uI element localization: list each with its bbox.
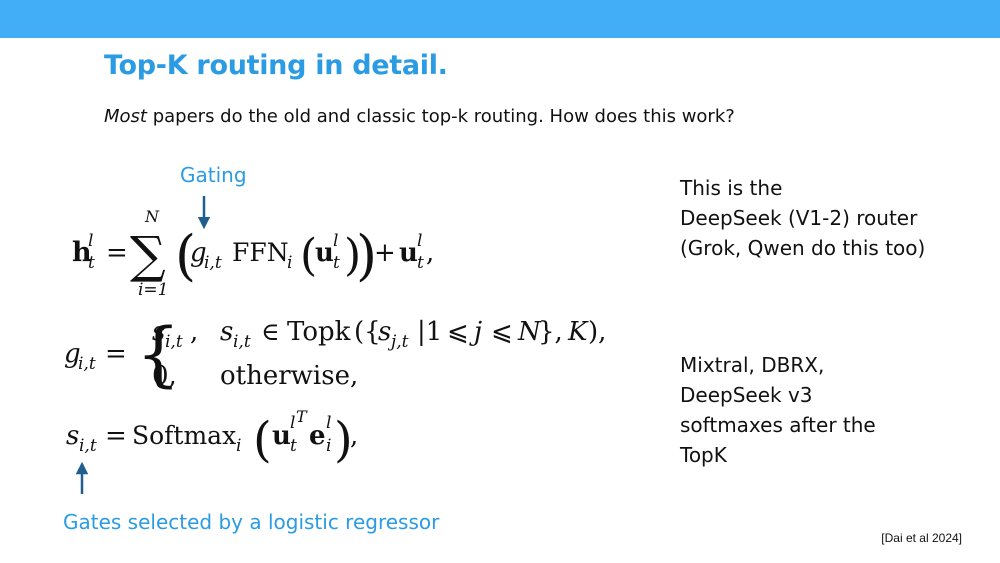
- svg-text:,: ,: [190, 317, 198, 347]
- svg-text:⩽: ⩽: [491, 317, 513, 347]
- svg-text:=: =: [106, 238, 128, 268]
- svg-text:+: +: [374, 238, 396, 268]
- slide-title: Top-K routing in detail.: [104, 50, 448, 81]
- svg-text:l: l: [417, 231, 422, 251]
- equation-gate-cases: g i,t = { s i,t , s i,t ∈ Topk ({ s j,t …: [64, 313, 606, 395]
- svg-text:(: (: [300, 230, 317, 281]
- svg-text:i,t: i,t: [233, 332, 251, 352]
- svg-text:t: t: [88, 253, 95, 273]
- svg-text:t: t: [333, 253, 340, 273]
- slide-subtitle: Most papers do the old and classic top-k…: [104, 106, 735, 127]
- svg-text:,: ,: [350, 421, 358, 451]
- svg-text:u: u: [399, 238, 418, 268]
- subtitle-text: papers do the old and classic top-k rout…: [146, 106, 735, 127]
- svg-text:i=1: i=1: [138, 280, 169, 300]
- svg-text:i: i: [287, 253, 292, 273]
- top-banner: [0, 0, 1000, 38]
- svg-text:i,t: i,t: [79, 436, 97, 456]
- svg-text:(: (: [253, 412, 272, 468]
- svg-text:l: l: [290, 413, 295, 433]
- svg-text:(: (: [175, 224, 196, 287]
- svg-text:g: g: [64, 339, 81, 369]
- citation: [Dai et al 2024]: [881, 531, 962, 545]
- svg-text:s: s: [220, 317, 233, 347]
- svg-text:s: s: [378, 317, 391, 347]
- svg-text:i: i: [326, 436, 331, 456]
- svg-text:u: u: [272, 421, 291, 451]
- svg-text:s: s: [152, 317, 165, 347]
- svg-text:): ): [344, 230, 361, 281]
- svg-text:Topk: Topk: [287, 317, 351, 347]
- subtitle-emphasis: Most: [104, 106, 147, 127]
- svg-text:i,t: i,t: [165, 332, 183, 352]
- gates-selected-annotation: Gates selected by a logistic regressor: [63, 510, 440, 534]
- svg-text:i,t: i,t: [204, 253, 222, 273]
- svg-text:=: =: [105, 421, 127, 451]
- svg-text:h: h: [72, 237, 92, 268]
- svg-text:i: i: [236, 436, 241, 456]
- svg-text:N: N: [517, 317, 542, 347]
- svg-text:): ): [334, 412, 353, 468]
- svg-text:l: l: [326, 413, 331, 433]
- svg-text:=: =: [105, 339, 127, 369]
- svg-text:T: T: [296, 407, 308, 426]
- svg-text:FFN: FFN: [232, 238, 289, 267]
- gating-annotation: Gating: [180, 163, 247, 187]
- svg-text:j: j: [469, 317, 482, 347]
- mixtral-note: Mixtral, DBRX, DeepSeek v3 softmaxes aft…: [680, 353, 876, 467]
- svg-text:N: N: [144, 207, 160, 226]
- svg-text:K: K: [567, 317, 589, 347]
- equation-hidden-state: h l t = ∑ N i=1 ( g i,t FFN i ( u l t ) …: [72, 207, 434, 300]
- svg-text:g: g: [190, 238, 207, 268]
- svg-text:t: t: [417, 253, 424, 273]
- svg-text:),: ),: [588, 317, 606, 347]
- svg-text:l: l: [333, 231, 338, 251]
- svg-text:0,: 0,: [152, 361, 177, 391]
- svg-text:Softmax: Softmax: [132, 421, 236, 450]
- svg-text:j,t: j,t: [387, 332, 409, 352]
- svg-text:({: ({: [354, 317, 381, 347]
- svg-text:|1: |1: [417, 317, 442, 347]
- svg-text:{: {: [136, 313, 181, 395]
- svg-text:s: s: [66, 421, 79, 451]
- svg-text:u: u: [315, 238, 334, 268]
- svg-text:,: ,: [426, 238, 434, 268]
- svg-text:l: l: [88, 231, 93, 251]
- svg-text:): ): [356, 224, 377, 287]
- deepseek-router-note: This is the DeepSeek (V1-2) router (Grok…: [680, 176, 926, 260]
- svg-text:∈: ∈: [261, 317, 280, 346]
- equation-softmax: s i,t = Softmax i ( u l T t e l i ) ,: [66, 407, 358, 468]
- svg-text:i,t: i,t: [78, 354, 96, 374]
- svg-text:e: e: [309, 421, 326, 451]
- svg-text:otherwise,: otherwise,: [220, 361, 358, 391]
- svg-text:∑: ∑: [130, 226, 166, 284]
- svg-text:⩽: ⩽: [447, 317, 469, 347]
- svg-text:t: t: [290, 436, 297, 456]
- svg-text:},: },: [538, 317, 563, 347]
